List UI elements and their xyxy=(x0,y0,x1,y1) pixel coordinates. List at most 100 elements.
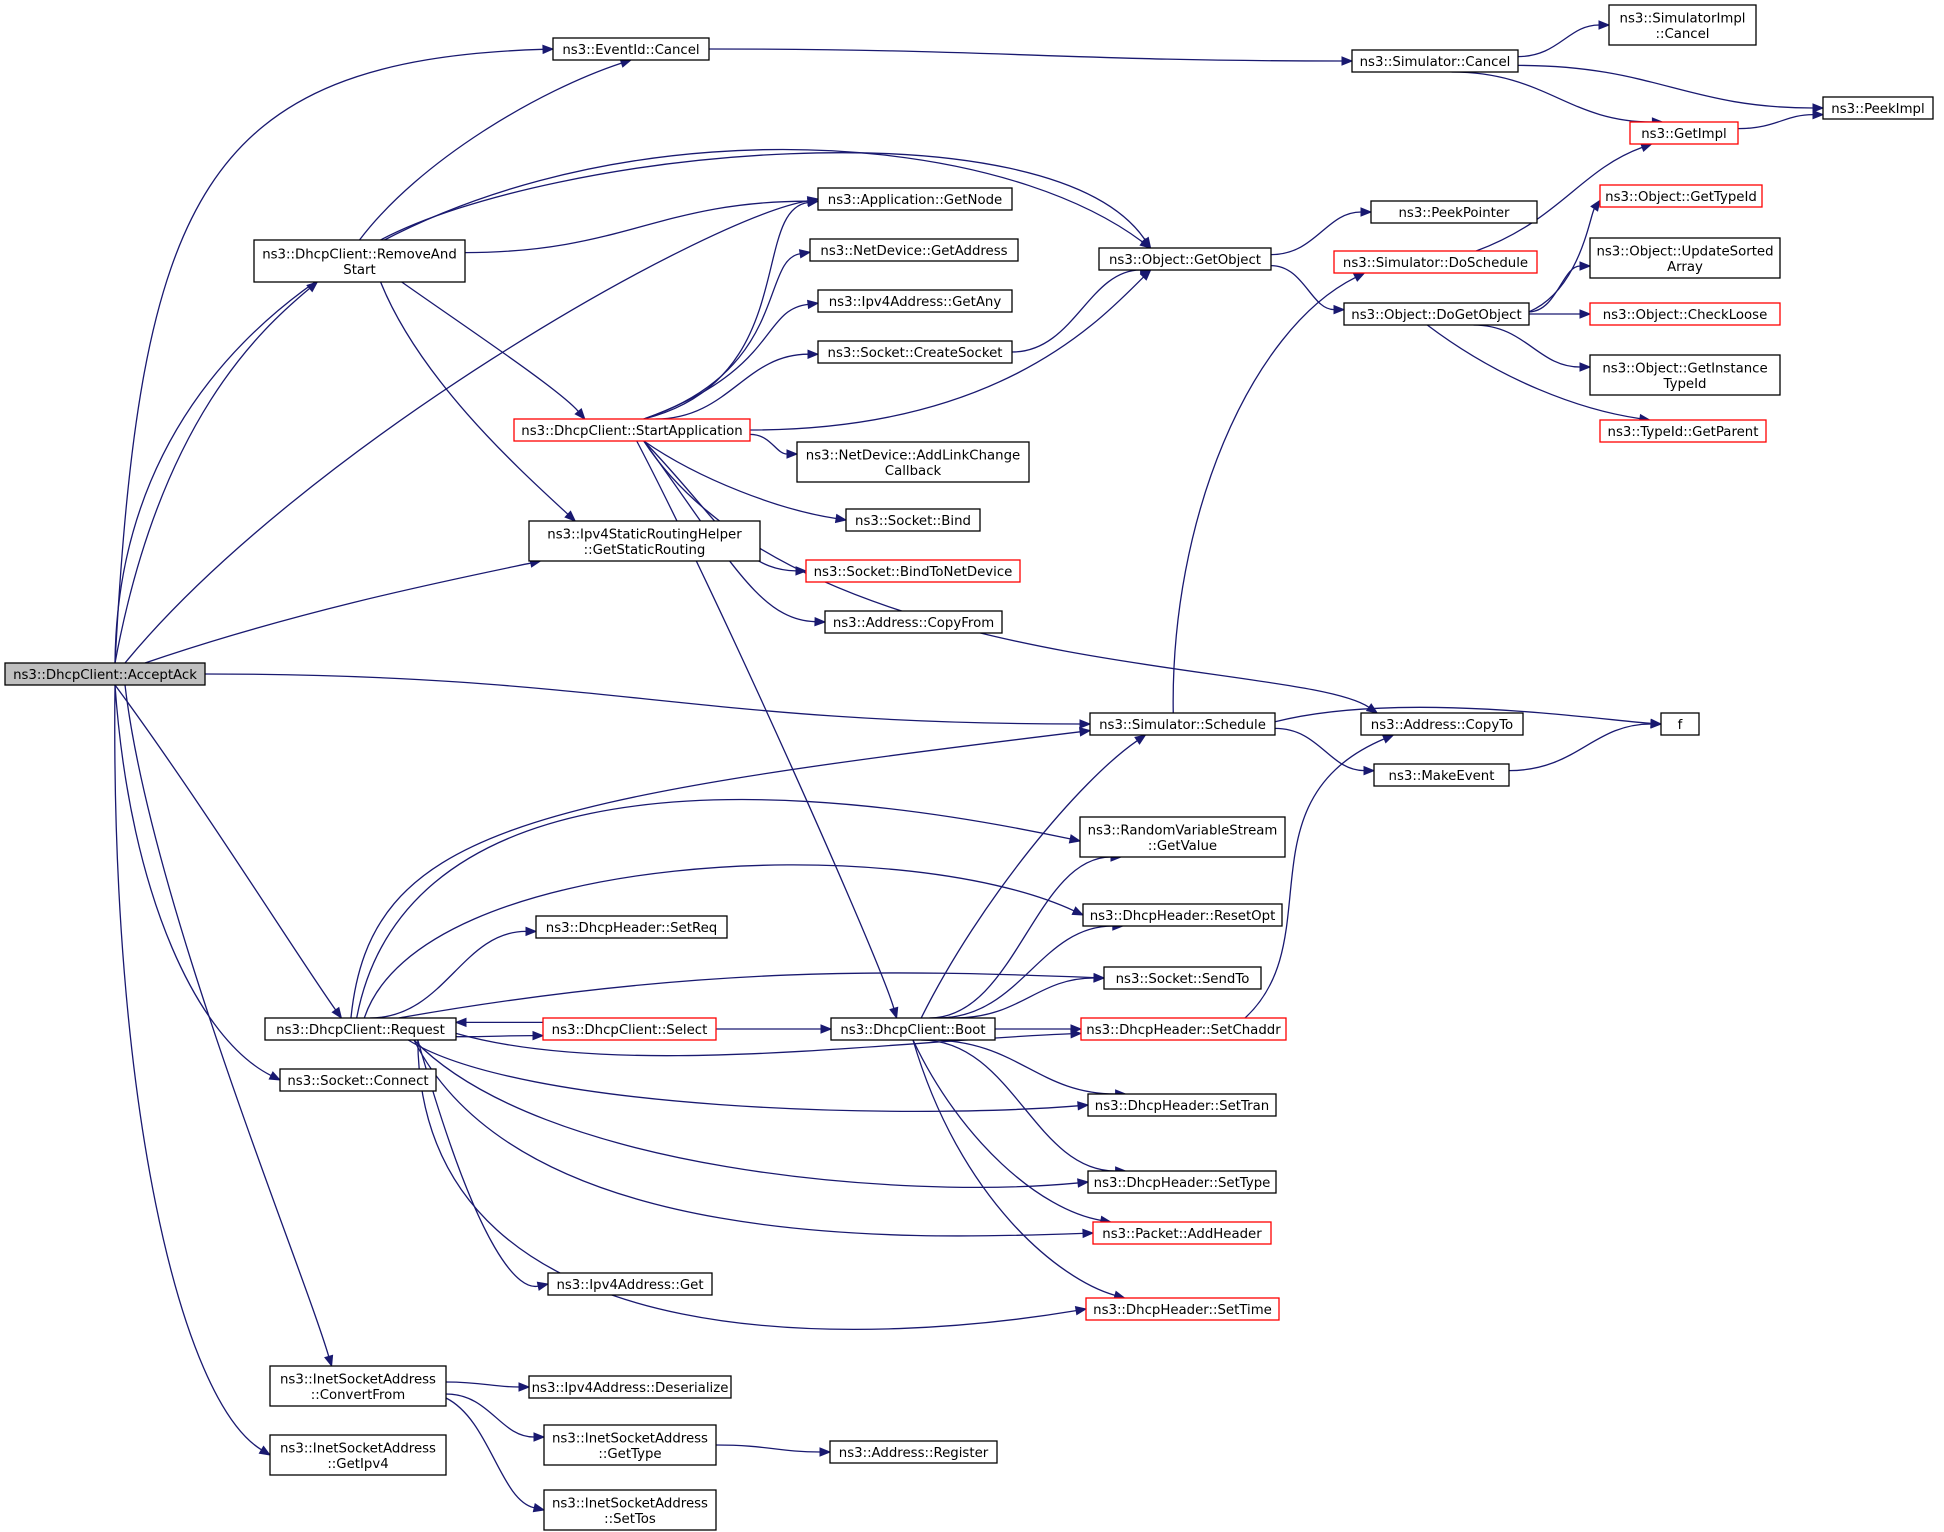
node-simimplcancel[interactable]: ns3::SimulatorImpl::Cancel xyxy=(1608,4,1757,46)
node-setreq[interactable]: ns3::DhcpHeader::SetReq xyxy=(535,915,728,939)
node-box xyxy=(1343,302,1530,326)
arrowhead xyxy=(1360,207,1373,217)
node-label: ns3::Simulator::DoSchedule xyxy=(1343,256,1528,271)
edge-line xyxy=(749,433,788,455)
node-settran[interactable]: ns3::DhcpHeader::SetTran xyxy=(1087,1093,1277,1117)
node-f[interactable]: f xyxy=(1660,712,1700,736)
edge-line xyxy=(929,1039,1116,1095)
node-settime[interactable]: ns3::DhcpHeader::SetTime xyxy=(1085,1297,1280,1321)
node-sendto[interactable]: ns3::Socket::SendTo xyxy=(1103,966,1262,990)
node-createsocket[interactable]: ns3::Socket::CreateSocket xyxy=(817,340,1013,364)
node-startapp[interactable]: ns3::DhcpClient::StartApplication xyxy=(513,418,751,442)
node-getstaticrouting[interactable]: ns3::Ipv4StaticRoutingHelper::GetStaticR… xyxy=(528,520,761,562)
node-box xyxy=(1092,1221,1272,1245)
node-box xyxy=(528,1375,732,1399)
edge-request-to-settype xyxy=(413,1039,1090,1188)
node-boot[interactable]: ns3::DhcpClient::Boot xyxy=(830,1017,996,1041)
node-setchaddr[interactable]: ns3::DhcpHeader::SetChaddr xyxy=(1080,1017,1287,1041)
node-bindtonetdevice[interactable]: ns3::Socket::BindToNetDevice xyxy=(805,559,1021,583)
arrowhead xyxy=(1579,362,1592,372)
edge-line xyxy=(1475,146,1643,252)
edge-line xyxy=(643,253,801,420)
arrowhead xyxy=(1071,906,1085,916)
node-ipv4get[interactable]: ns3::Ipv4Address::Get xyxy=(547,1272,713,1296)
node-label: ns3::DhcpHeader::SetTime xyxy=(1093,1303,1272,1318)
edge-line xyxy=(356,798,1071,1019)
node-box xyxy=(1089,712,1276,736)
node-label: ns3::EventId::Cancel xyxy=(562,43,699,58)
node-connect[interactable]: ns3::Socket::Connect xyxy=(279,1068,437,1092)
node-peekimpl[interactable]: ns3::PeekImpl xyxy=(1822,96,1934,120)
node-convertfrom[interactable]: ns3::InetSocketAddress::ConvertFrom xyxy=(269,1365,447,1407)
node-getimpl[interactable]: ns3::GetImpl xyxy=(1629,121,1739,145)
node-getipv4[interactable]: ns3::InetSocketAddress::GetIpv4 xyxy=(269,1434,447,1476)
node-box xyxy=(1351,49,1519,73)
edge-startapp-to-addrcopyfrom xyxy=(643,440,827,627)
node-request[interactable]: ns3::DhcpClient::Request xyxy=(264,1017,457,1041)
node-label: ns3::SimulatorImpl xyxy=(1620,11,1746,26)
node-label: Start xyxy=(343,263,375,278)
node-box xyxy=(1103,966,1262,990)
node-doschedule[interactable]: ns3::Simulator::DoSchedule xyxy=(1333,250,1538,274)
node-typeidgetparent[interactable]: ns3::TypeId::GetParent xyxy=(1599,419,1767,443)
node-addheader[interactable]: ns3::Packet::AddHeader xyxy=(1092,1221,1272,1245)
node-simcancel[interactable]: ns3::Simulator::Cancel xyxy=(1351,49,1519,73)
node-box xyxy=(1087,1170,1277,1194)
node-ipv4getany[interactable]: ns3::Ipv4Address::GetAny xyxy=(817,289,1013,313)
edge-line xyxy=(204,673,1081,725)
node-addrcopyfrom[interactable]: ns3::Address::CopyFrom xyxy=(824,610,1003,634)
node-label: ns3::Ipv4Address::Get xyxy=(556,1278,703,1293)
node-addrcopyto[interactable]: ns3::Address::CopyTo xyxy=(1360,712,1524,736)
node-settype[interactable]: ns3::DhcpHeader::SetType xyxy=(1087,1170,1277,1194)
node-box xyxy=(535,915,728,939)
node-simschedule[interactable]: ns3::Simulator::Schedule xyxy=(1089,712,1276,736)
edge-acceptack-to-getipv4 xyxy=(114,684,272,1456)
node-eventcancel[interactable]: ns3::EventId::Cancel xyxy=(552,37,710,61)
node-resetopt[interactable]: ns3::DhcpHeader::ResetOpt xyxy=(1082,903,1283,927)
node-label: ns3::DhcpClient::Request xyxy=(276,1023,445,1038)
node-getobject[interactable]: ns3::Object::GetObject xyxy=(1098,247,1272,271)
edge-line xyxy=(1451,71,1653,123)
edge-convertfrom-to-inetgettype xyxy=(445,1393,546,1442)
node-rvsgetvalue[interactable]: ns3::RandomVariableStream::GetValue xyxy=(1079,816,1286,858)
edge-line xyxy=(413,1039,1079,1188)
node-box xyxy=(253,239,466,283)
node-makeevent[interactable]: ns3::MakeEvent xyxy=(1373,763,1510,787)
edge-getobject-to-peekpointer xyxy=(1270,207,1373,256)
node-label: ns3::DhcpHeader::SetChaddr xyxy=(1086,1023,1281,1038)
edge-line xyxy=(953,977,1095,1019)
node-inetgettype[interactable]: ns3::InetSocketAddress::GetType xyxy=(543,1424,717,1466)
edge-request-to-ipv4get xyxy=(417,1039,550,1291)
node-label: ns3::InetSocketAddress xyxy=(552,1431,708,1446)
arrowhead xyxy=(786,449,799,459)
node-addrregister[interactable]: ns3::Address::Register xyxy=(829,1440,998,1464)
node-dogetobject[interactable]: ns3::Object::DoGetObject xyxy=(1343,302,1530,326)
node-socketbind[interactable]: ns3::Socket::Bind xyxy=(845,508,981,532)
node-label: ::ConvertFrom xyxy=(311,1388,405,1403)
node-box xyxy=(1599,184,1763,208)
node-ndgetaddress[interactable]: ns3::NetDevice::GetAddress xyxy=(809,238,1019,262)
node-box xyxy=(264,1017,457,1041)
node-gettypeid[interactable]: ns3::Object::GetTypeId xyxy=(1599,184,1763,208)
node-label: ns3::Object::GetInstance xyxy=(1602,361,1767,376)
edge-line xyxy=(1270,264,1335,311)
node-peekpointer[interactable]: ns3::PeekPointer xyxy=(1370,200,1538,224)
node-checkloose[interactable]: ns3::Object::CheckLoose xyxy=(1589,302,1781,326)
edge-startapp-to-createsocket xyxy=(655,349,820,420)
edge-line xyxy=(929,856,1112,1019)
node-box xyxy=(1085,1297,1280,1321)
node-acceptack[interactable]: ns3::DhcpClient::AcceptAck xyxy=(4,662,206,686)
node-settos[interactable]: ns3::InetSocketAddress::SetTos xyxy=(543,1489,717,1531)
node-appgetnode[interactable]: ns3::Application::GetNode xyxy=(817,187,1013,211)
node-select[interactable]: ns3::DhcpClient::Select xyxy=(542,1017,717,1041)
node-deserialize[interactable]: ns3::Ipv4Address::Deserialize xyxy=(528,1375,732,1399)
node-label: ns3::GetImpl xyxy=(1641,127,1726,142)
arrowhead xyxy=(268,1071,282,1081)
arrowhead xyxy=(1079,719,1092,729)
node-label: ns3::DhcpHeader::SetType xyxy=(1094,1176,1271,1191)
edge-acceptack-to-convertfrom xyxy=(124,684,334,1368)
